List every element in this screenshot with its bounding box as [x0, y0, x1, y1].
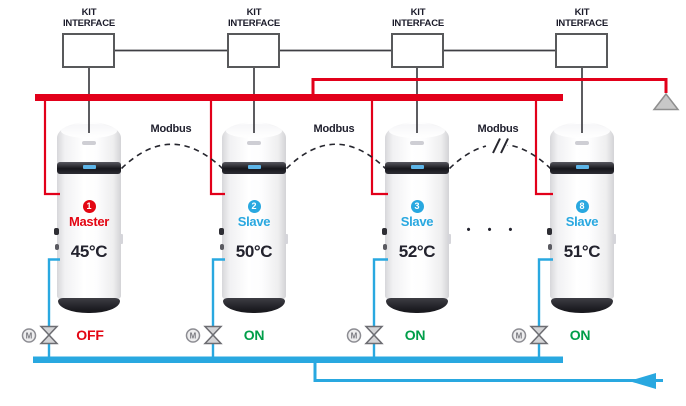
brand-logo: [247, 141, 261, 145]
motor-actuator-icon: [185, 328, 201, 343]
pipe-fitting: [120, 234, 123, 244]
unit-role-label: Slave: [565, 214, 599, 229]
pipe-fitting: [382, 228, 387, 235]
motorized-valve-unit-2: M: [185, 325, 223, 345]
motorized-valve-unit-8: M: [511, 325, 549, 345]
tank-unit-3: 3 Slave 52°C: [382, 122, 451, 313]
motor-actuator-icon: [346, 328, 362, 343]
unit-number-badge: 2: [247, 200, 261, 213]
display-screen: [576, 165, 589, 169]
kit-label-line1: KIT: [246, 7, 262, 18]
inlet-flow-arrow: [629, 373, 656, 389]
more-units-indicator: • • •: [466, 224, 520, 236]
temperature-value: 50°C: [235, 242, 273, 261]
modbus-link: [120, 143, 552, 170]
kit-interface-box: [62, 33, 115, 68]
pipe-fitting: [220, 244, 224, 250]
tank-base: [551, 298, 613, 313]
pipe-fitting: [448, 234, 451, 244]
tank-base: [223, 298, 285, 313]
cold-water-feed-pipe: [313, 362, 663, 382]
unit-hot-supply-pipe: [43, 101, 553, 196]
motor-actuator-label: M: [190, 331, 197, 340]
control-band: [222, 162, 286, 174]
kit-label-line2: INTERFACE: [391, 17, 445, 29]
temperature-value: 45°C: [70, 242, 108, 261]
brand-logo: [410, 141, 424, 145]
kit-label-line2: INTERFACE: [227, 17, 281, 29]
kit-label-line1: KIT: [81, 7, 97, 18]
valve-state-label: OFF: [76, 327, 104, 343]
temperature-value: 51°C: [563, 242, 601, 261]
control-band: [385, 162, 449, 174]
kit-label-line1: KIT: [410, 7, 426, 18]
tank-base: [58, 298, 120, 313]
pipe-fitting: [383, 244, 387, 250]
unit-number-badge: 3: [410, 200, 424, 213]
temperature-value: 52°C: [398, 242, 436, 261]
motor-actuator-label: M: [26, 331, 33, 340]
motor-actuator-label: M: [516, 331, 523, 340]
pipe-fitting: [285, 234, 288, 244]
valve-state-label: ON: [569, 327, 591, 343]
pipe-fitting: [547, 228, 552, 235]
modbus-label: Modbus: [477, 123, 519, 135]
motorized-valves: M M M M: [21, 325, 549, 345]
motor-actuator-icon: [511, 328, 527, 343]
pipe-fitting: [54, 228, 59, 235]
brand-logo: [575, 141, 589, 145]
kit-label-line1: KIT: [574, 7, 590, 18]
display-screen: [83, 165, 96, 169]
tank-unit-1: 1 Master 45°C: [54, 122, 123, 313]
hot-water-outlet-pipe: [311, 78, 668, 95]
motorized-valve-unit-3: M: [346, 325, 384, 345]
kit-interface-box: [391, 33, 444, 68]
motor-actuator-label: M: [351, 331, 358, 340]
modbus-label: Modbus: [150, 123, 192, 135]
unit-role-label: Slave: [237, 214, 271, 229]
unit-number-badge: 1: [82, 200, 96, 213]
display-screen: [411, 165, 424, 169]
unit-role-label: Slave: [400, 214, 434, 229]
unit-number-badge: 8: [575, 200, 589, 213]
pipe-fitting: [55, 244, 59, 250]
tank-unit-2: 2 Slave 50°C: [219, 122, 288, 313]
control-band: [550, 162, 614, 174]
kit-interface-box: [227, 33, 280, 68]
unit-role-label: Master: [68, 214, 110, 229]
valve-state-label: ON: [243, 327, 265, 343]
display-screen: [248, 165, 261, 169]
modbus-break-slashes: [492, 138, 509, 154]
valve-state-label: ON: [404, 327, 426, 343]
kit-label-line2: INTERFACE: [62, 17, 116, 29]
unit-cold-inlet-pipe: [47, 258, 553, 357]
kit-label-line2: INTERFACE: [555, 17, 609, 29]
pipe-fitting: [219, 228, 224, 235]
modbus-label: Modbus: [313, 123, 355, 135]
pipe-fitting: [548, 244, 552, 250]
cold-water-manifold: [33, 356, 563, 363]
pipe-fitting: [613, 234, 616, 244]
control-band: [57, 162, 121, 174]
hot-water-manifold: [35, 94, 563, 101]
motorized-valve-unit-1: M: [21, 325, 59, 345]
tank-base: [386, 298, 448, 313]
motor-actuator-icon: [21, 328, 37, 343]
outlet-connection-triangle: [652, 92, 680, 111]
kit-interface-box: [555, 33, 608, 68]
brand-logo: [82, 141, 96, 145]
